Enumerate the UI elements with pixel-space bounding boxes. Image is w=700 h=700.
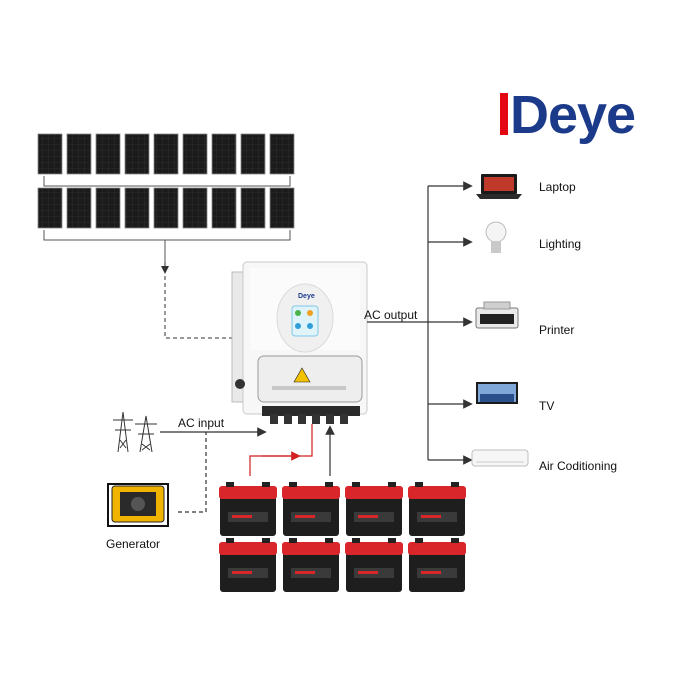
solar-panel — [95, 187, 121, 229]
solar-panel — [182, 187, 208, 229]
solar-panel — [211, 187, 237, 229]
battery — [408, 482, 466, 536]
battery — [219, 482, 277, 536]
load-label-laptop: Laptop — [539, 180, 576, 194]
battery-wiring — [249, 424, 335, 476]
load-label-tv: TV — [539, 399, 555, 413]
solar-panel — [37, 133, 63, 175]
brand-name: Deye — [510, 85, 636, 145]
solar-panel — [95, 133, 121, 175]
solar-panel-array — [37, 133, 295, 229]
svg-text:Deye: Deye — [298, 293, 315, 300]
battery — [282, 538, 340, 592]
tv-icon — [476, 382, 518, 404]
pv-dashed-line — [164, 262, 232, 339]
solar-panel — [124, 187, 150, 229]
laptop-icon — [476, 174, 522, 199]
solar-panel — [124, 133, 150, 175]
printer-icon — [475, 301, 519, 329]
battery — [219, 538, 277, 592]
solar-panel — [182, 133, 208, 175]
battery — [345, 482, 403, 536]
load-label-lighting: Lighting — [539, 237, 582, 251]
solar-panel — [66, 133, 92, 175]
generator-label: Generator — [106, 537, 161, 551]
bulb-icon — [485, 221, 507, 253]
power-pylon-icon — [113, 411, 157, 453]
battery-bank — [219, 482, 466, 592]
solar-panel — [240, 133, 266, 175]
solar-panel — [153, 187, 179, 229]
solar-panel — [269, 133, 295, 175]
solar-panel — [211, 133, 237, 175]
battery — [282, 482, 340, 536]
solar-panel — [240, 187, 266, 229]
load-label-air-conditioning: Air Coditioning — [539, 459, 618, 473]
battery — [408, 538, 466, 592]
solar-panel — [153, 133, 179, 175]
solar-panel — [66, 187, 92, 229]
ac-output-wiring — [367, 186, 429, 460]
battery — [345, 538, 403, 592]
ac-input-wiring — [160, 427, 267, 513]
generator-icon — [107, 483, 169, 527]
load-branches — [428, 181, 473, 465]
panel-wiring — [43, 176, 291, 262]
ac-input-label: AC input — [178, 416, 225, 430]
load-label-printer: Printer — [539, 323, 575, 337]
solar-panel — [269, 187, 295, 229]
solar-panel — [37, 187, 63, 229]
brand-logo: Deye — [500, 85, 636, 145]
logo-mark — [500, 93, 508, 135]
ac-output-label: AC output — [364, 308, 418, 322]
inverter: Deye — [231, 261, 368, 424]
air-conditioner-icon — [471, 449, 529, 467]
